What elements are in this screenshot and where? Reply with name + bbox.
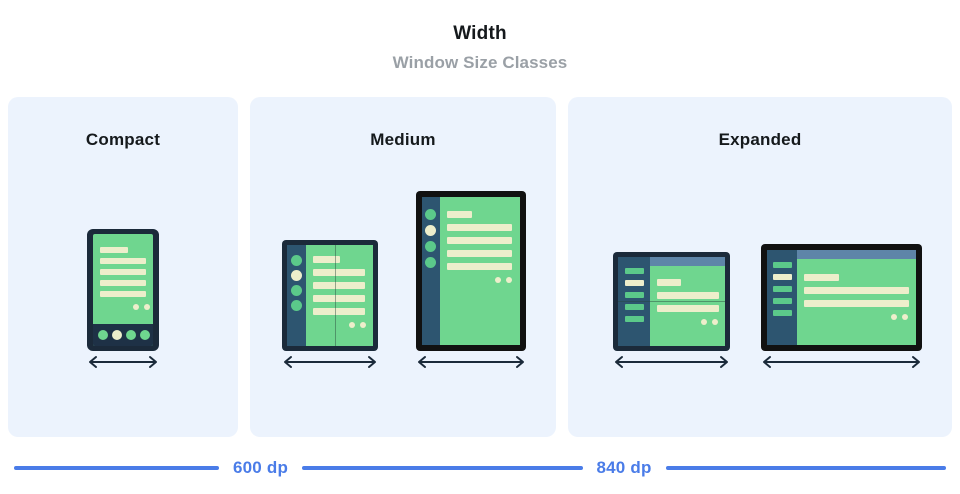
app-top-bar	[650, 257, 725, 266]
rail-dot	[425, 209, 436, 220]
rail-bar-active	[773, 274, 792, 280]
action-dot	[495, 277, 501, 283]
foldable-landscape-screen	[618, 257, 725, 346]
nav-dot	[98, 330, 108, 340]
rail-dot	[425, 257, 436, 268]
navigation-rail	[287, 245, 306, 346]
breakpoint-label-600: 600 dp	[233, 458, 289, 477]
nav-dot	[140, 330, 150, 340]
action-dot	[349, 322, 355, 328]
action-dot	[712, 319, 718, 325]
content-line	[100, 280, 146, 286]
page-subtitle: Window Size Classes	[392, 53, 568, 72]
panel-title-expanded: Expanded	[718, 130, 802, 149]
scale-rule-medium	[302, 466, 583, 470]
action-dot	[144, 304, 150, 310]
diagram-header: Width Window Size Classes	[0, 22, 960, 74]
content-line	[804, 274, 839, 281]
content-line	[804, 287, 909, 294]
panel-title-compact: Compact	[85, 130, 161, 149]
panel-compact: Compact	[8, 97, 238, 437]
phone-screen	[93, 234, 153, 346]
rail-bar	[625, 304, 644, 310]
width-arrow-expanded-foldable	[613, 355, 730, 369]
rail-bar	[625, 292, 644, 298]
panel-medium: Medium	[250, 97, 556, 437]
content-line	[100, 247, 128, 253]
width-arrow-expanded-tablet	[761, 355, 922, 369]
action-dot	[902, 314, 908, 320]
rail-dot	[291, 255, 302, 266]
rail-bar	[773, 310, 792, 316]
navigation-rail	[767, 250, 797, 345]
rail-bar-active	[625, 280, 644, 286]
rail-bar	[773, 298, 792, 304]
tablet-portrait-screen	[422, 197, 520, 345]
rail-dot-active	[425, 225, 436, 236]
action-dot	[701, 319, 707, 325]
rail-bar	[625, 316, 644, 322]
content-line	[313, 269, 365, 276]
navigation-rail	[422, 197, 440, 345]
navigation-rail	[618, 257, 650, 346]
page-title: Width	[453, 23, 507, 44]
content-line	[447, 237, 512, 244]
breakpoint-scale: 600 dp 840 dp	[0, 452, 960, 488]
app-top-bar	[797, 250, 916, 259]
action-dot	[360, 322, 366, 328]
content-line	[447, 263, 512, 270]
rail-dot	[291, 300, 302, 311]
content-line	[657, 305, 719, 312]
content-line	[447, 250, 512, 257]
action-dot	[133, 304, 139, 310]
content-line	[100, 269, 146, 275]
content-line	[804, 300, 909, 307]
width-arrow-compact	[87, 355, 159, 369]
content-line	[657, 292, 719, 299]
foldable-portrait-device	[282, 240, 378, 351]
content-line	[313, 308, 365, 315]
tablet-landscape-screen	[767, 250, 916, 345]
fold-crease	[618, 301, 725, 302]
tablet-portrait-device	[416, 191, 526, 351]
tablet-landscape-device	[761, 244, 922, 351]
content-line	[447, 224, 512, 231]
foldable-portrait-screen	[287, 245, 373, 346]
fold-crease	[335, 245, 336, 346]
panel-title-medium: Medium	[370, 130, 436, 149]
rail-dot-active	[291, 270, 302, 281]
scale-rule-expanded	[665, 466, 946, 470]
content-line	[313, 256, 340, 263]
width-arrow-medium-foldable	[282, 355, 378, 369]
rail-bar	[773, 262, 792, 268]
width-arrow-medium-tablet	[416, 355, 526, 369]
rail-bar	[773, 286, 792, 292]
content-line	[313, 282, 365, 289]
content-line	[657, 279, 681, 286]
phone-bottom-nav	[93, 324, 153, 346]
content-line	[447, 211, 472, 218]
breakpoint-scale-row: 600 dp 840 dp	[14, 458, 946, 478]
size-class-panels: Compact	[8, 97, 952, 437]
action-dot	[506, 277, 512, 283]
foldable-landscape-device	[613, 252, 730, 351]
nav-dot	[126, 330, 136, 340]
rail-dot	[291, 285, 302, 296]
scale-rule-compact	[14, 466, 219, 470]
content-line	[100, 258, 146, 264]
rail-bar	[625, 268, 644, 274]
content-line	[313, 295, 365, 302]
breakpoint-label-840: 840 dp	[596, 458, 652, 477]
panel-expanded: Expanded	[568, 97, 952, 437]
nav-dot-active	[112, 330, 122, 340]
content-line	[100, 291, 146, 297]
phone-device	[87, 229, 159, 351]
rail-dot	[425, 241, 436, 252]
action-dot	[891, 314, 897, 320]
